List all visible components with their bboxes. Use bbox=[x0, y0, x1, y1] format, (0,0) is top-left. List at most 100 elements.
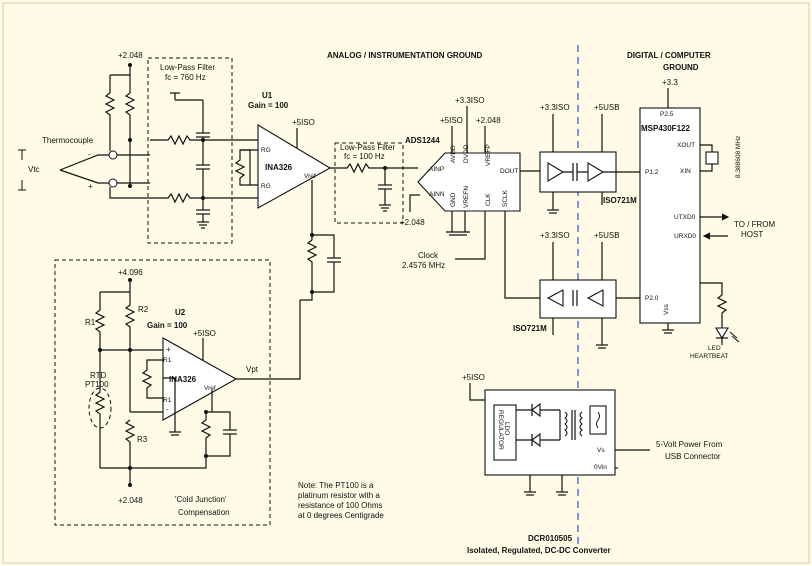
u2-r1b: R1 bbox=[163, 397, 172, 404]
u2-plus: + bbox=[166, 345, 171, 354]
adc-dvdd: DVDD bbox=[463, 144, 470, 163]
note-line-4: at 0 degrees Centigrade bbox=[298, 511, 384, 520]
iso2-rail-5usb: +5USB bbox=[594, 231, 620, 240]
u1-amplifier bbox=[257, 124, 332, 209]
u1-rg2: RG bbox=[261, 183, 271, 190]
cj-rail-2048: +2.048 bbox=[118, 496, 143, 505]
adc-vrefn: VREFN bbox=[463, 186, 470, 208]
led-label-1: LED bbox=[708, 345, 721, 352]
analog-domain-title: ANALOG / INSTRUMENTATION GROUND bbox=[327, 51, 482, 60]
pt100-label: PT100 bbox=[85, 380, 109, 389]
dcdc-desc: Isolated, Regulated, DC-DC Converter bbox=[467, 546, 611, 555]
u2-gain: Gain = 100 bbox=[147, 321, 188, 330]
lpf2-box bbox=[334, 142, 404, 224]
note-line-3: resistance of 100 Ohms bbox=[298, 501, 382, 510]
iso1-rail-5usb: +5USB bbox=[594, 103, 620, 112]
mcu-utxd: UTXD0 bbox=[674, 214, 696, 221]
u2-minus: - bbox=[166, 405, 169, 414]
lpf1-title: Low-Pass Filter bbox=[160, 63, 215, 72]
thermocouple-label: Thermocouple bbox=[42, 136, 94, 145]
led-label-2: HEARTBEAT bbox=[690, 353, 728, 360]
u2-ref: U2 bbox=[175, 308, 186, 317]
u1-vref: Vref bbox=[304, 173, 316, 180]
mcu-xout: XOUT bbox=[677, 142, 695, 149]
adc-clk: CLK bbox=[485, 193, 492, 206]
r1-label: R1 bbox=[85, 318, 96, 327]
digital-domain-title-2: GROUND bbox=[663, 63, 699, 72]
clock-freq: 2.4576 MHz bbox=[402, 261, 445, 270]
adc-name: ADS1244 bbox=[405, 136, 440, 145]
dcdc-name: DCR010505 bbox=[528, 534, 573, 543]
ldo-regulator bbox=[493, 404, 517, 461]
note-line-1: Note: The PT100 is a bbox=[298, 481, 374, 490]
rtd-label: RTD bbox=[90, 371, 107, 380]
mcu-urxd: URXD0 bbox=[674, 233, 696, 240]
u1-ref: U1 bbox=[262, 91, 273, 100]
lpf2-title: Low-Pass Filter bbox=[340, 143, 395, 152]
u2-r1a: R1 bbox=[163, 357, 172, 364]
dcdc-rail-5iso: +5ISO bbox=[462, 373, 485, 382]
iso1-name: ISO721M bbox=[603, 196, 637, 205]
cj-caption-1: 'Cold Junction' bbox=[175, 495, 227, 504]
mcu-xin: XIN bbox=[680, 168, 691, 175]
u1-gain: Gain = 100 bbox=[248, 101, 289, 110]
host-label-2: HOST bbox=[741, 230, 763, 239]
regulator-label: REGULATOR bbox=[497, 410, 504, 450]
adc-ainn: AINN bbox=[429, 191, 445, 198]
tc-plus: + bbox=[88, 182, 93, 191]
adc-gnd: GND bbox=[450, 192, 457, 207]
ainn-rail-2048: +2.048 bbox=[400, 218, 425, 227]
adc-rail-33iso: +3.3ISO bbox=[455, 96, 485, 105]
cold-junction-box bbox=[54, 259, 271, 526]
adc-vrefp: VREFP bbox=[485, 144, 492, 166]
dcdc-0vin: 0Vin bbox=[594, 464, 607, 471]
lpf1-box bbox=[147, 57, 233, 244]
mcu-p25: P2.5 bbox=[660, 111, 674, 118]
adc-rail-5iso: +5ISO bbox=[440, 116, 463, 125]
u1-rg1: RG bbox=[261, 147, 271, 154]
clock-label: Clock bbox=[418, 251, 439, 260]
adc-sclk: SCLK bbox=[502, 189, 509, 207]
rail-2048-top: +2.048 bbox=[118, 51, 143, 60]
vtc-label: Vtc bbox=[28, 165, 40, 174]
mcu-p20: P2.0 bbox=[645, 295, 659, 302]
mcu-vss: Vss bbox=[663, 303, 670, 315]
cj-caption-2: Compensation bbox=[178, 508, 230, 517]
r3-label: R3 bbox=[137, 435, 148, 444]
usb-power-label-2: USB Connector bbox=[665, 452, 721, 461]
lpf1-fc: fc = 760 Hz bbox=[165, 73, 206, 82]
host-label-1: TO / FROM bbox=[734, 220, 776, 229]
u1-supply: +5ISO bbox=[292, 118, 315, 127]
iso2-name: ISO721M bbox=[513, 324, 547, 333]
note-line-2: platinum resistor with a bbox=[298, 491, 380, 500]
crystal-freq: 8.388608 MHz bbox=[735, 136, 742, 178]
iso2-rail-33iso: +3.3ISO bbox=[540, 231, 570, 240]
adc-chip bbox=[417, 152, 521, 212]
mcu-rail-33: +3.3 bbox=[662, 78, 678, 87]
u2-amplifier bbox=[162, 337, 238, 421]
iso1-rail-33iso: +3.3ISO bbox=[540, 103, 570, 112]
u2-output: Vpt bbox=[246, 365, 259, 374]
u2-supply: +5ISO bbox=[193, 329, 216, 338]
lpf2-fc: fc = 100 Hz bbox=[344, 152, 385, 161]
mcu-chip bbox=[639, 107, 701, 324]
ldo-label: LDO bbox=[503, 422, 510, 435]
mcu-name: MSP430F122 bbox=[641, 124, 690, 133]
usb-power-label-1: 5-Volt Power From bbox=[656, 440, 723, 449]
mcu-p12: P1.2 bbox=[645, 169, 659, 176]
tc-terminal-plus bbox=[108, 178, 118, 188]
adc-dout: DOUT bbox=[500, 168, 518, 175]
led-diode bbox=[715, 327, 729, 340]
adc-avdd: AVDD bbox=[450, 145, 457, 163]
crystal bbox=[705, 151, 719, 165]
r2-label: R2 bbox=[138, 305, 149, 314]
tc-minus: - bbox=[88, 150, 91, 159]
u2-vref: Vref bbox=[204, 385, 216, 392]
digital-domain-title: DIGITAL / COMPUTER bbox=[627, 51, 711, 60]
rail-4096: +4.096 bbox=[118, 268, 143, 277]
u2-name: INA326 bbox=[169, 375, 197, 384]
dcdc-vs: Vs bbox=[597, 447, 605, 454]
